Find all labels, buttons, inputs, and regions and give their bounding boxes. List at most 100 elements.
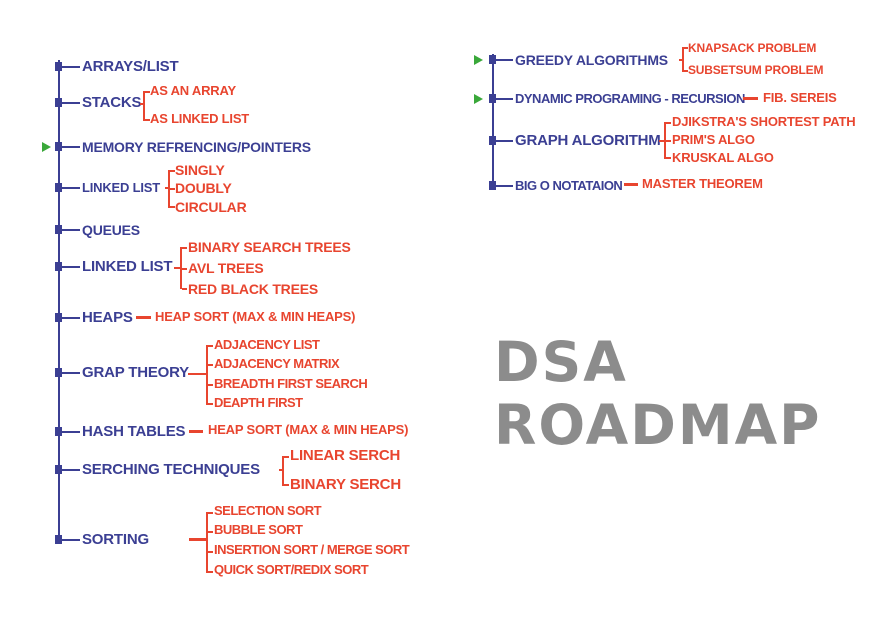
topic-label: BIG O NOTATAION [515, 178, 623, 193]
connector-line [496, 59, 513, 61]
marker-arrow-icon [474, 55, 483, 65]
connector-line [62, 66, 80, 68]
subtopic-label: SINGLY [175, 162, 225, 178]
subtopic-label: INSERTION SORT / MERGE SORT [214, 542, 410, 557]
connector-line [62, 266, 80, 268]
subtopic-bracket [206, 345, 208, 405]
node-square-icon [55, 98, 62, 107]
subtopic-label: KRUSKAL ALGO [672, 150, 774, 165]
connector-line [62, 431, 80, 433]
subtopic-dash [136, 316, 151, 319]
subtopic-bracket-arm [284, 456, 289, 458]
subtopic-bracket-arm [182, 268, 187, 270]
subtopic-label: DEAPTH FIRST [214, 395, 303, 410]
subtopic-label: AVL TREES [188, 260, 264, 276]
topic-label: ARRAYS/LIST [82, 58, 179, 75]
topic-label: GRAPH ALGORITHM [515, 132, 661, 149]
subtopic-bracket-arm [208, 403, 213, 405]
topic-label: QUEUES [82, 222, 140, 238]
subtopic-bracket-arm [170, 206, 175, 208]
node-square-icon [55, 142, 62, 151]
subtopic-bracket [180, 247, 182, 289]
subtopic-bracket [143, 91, 145, 121]
node-square-icon [55, 427, 62, 436]
topic-label: HEAPS [82, 309, 133, 326]
subtopic-label: QUICK SORT/REDIX SORT [214, 562, 369, 577]
subtopic-label: SELECTION SORT [214, 503, 322, 518]
subtopic-label: BINARY SERCH [290, 476, 401, 493]
topic-label: SORTING [82, 531, 149, 548]
topic-label: LINKED LIST [82, 180, 160, 195]
title-line-2: ROADMAP [494, 393, 822, 457]
connector-line [496, 98, 513, 100]
subtopic-bracket-tick [174, 267, 180, 269]
subtopic-label: CIRCULAR [175, 199, 247, 215]
subtopic-bracket-arm [145, 119, 150, 121]
subtopic-bracket-tick [140, 103, 143, 105]
subtopic-bracket-arm [208, 571, 213, 573]
left-trunk-line [58, 60, 60, 542]
subtopic-label: RED BLACK TREES [188, 281, 319, 297]
topic-label: GRAP THEORY [82, 364, 189, 381]
connector-line [62, 539, 80, 541]
subtopic-label: PRIM'S ALGO [672, 132, 755, 147]
subtopic-bracket-arm [170, 188, 175, 190]
subtopic-bracket-arm [145, 91, 150, 93]
topic-label: DYNAMIC PROGRAMING - RECURSION [515, 91, 745, 106]
topic-label: STACKS [82, 94, 142, 111]
subtopic-bracket-arm [684, 70, 688, 72]
marker-arrow-icon [42, 142, 51, 152]
subtopic-bracket-arm [208, 345, 213, 347]
subtopic-connector [189, 538, 206, 541]
subtopic-bracket [682, 47, 684, 72]
connector-line [62, 229, 80, 231]
subtopic-dash [743, 97, 758, 100]
subtopic-bracket-arm [208, 364, 213, 366]
subtopic-label: MASTER THEOREM [642, 176, 763, 191]
subtopic-bracket-arm [208, 384, 213, 386]
node-square-icon [489, 136, 496, 145]
subtopic-bracket-tick [165, 187, 168, 189]
subtopic-label: HEAP SORT (MAX & MIN HEAPS) [155, 309, 356, 324]
right-trunk-line [492, 54, 494, 188]
subtopic-dash [189, 430, 203, 433]
subtopic-bracket [282, 456, 284, 486]
subtopic-label: ADJACENCY MATRIX [214, 356, 340, 371]
subtopic-label: BREADTH FIRST SEARCH [214, 376, 368, 391]
node-square-icon [55, 465, 62, 474]
title-line-1: DSA [494, 330, 628, 394]
subtopic-label: DJIKSTRA'S SHORTEST PATH [672, 114, 856, 129]
topic-label: SERCHING TECHNIQUES [82, 461, 260, 478]
subtopic-bracket-tick [279, 469, 282, 471]
subtopic-label: BUBBLE SORT [214, 522, 303, 537]
subtopic-label: KNAPSACK PROBLEM [688, 41, 817, 55]
connector-line [62, 469, 80, 471]
topic-label: MEMORY REFRENCING/POINTERS [82, 139, 311, 155]
subtopic-label: BINARY SEARCH TREES [188, 239, 351, 255]
subtopic-dash [624, 183, 638, 186]
subtopic-bracket-arm [170, 170, 175, 172]
topic-label: LINKED LIST [82, 258, 173, 275]
node-square-icon [489, 181, 496, 190]
topic-label: HASH TABLES [82, 423, 186, 440]
subtopic-bracket-arm [208, 551, 213, 553]
subtopic-label: LINEAR SERCH [290, 447, 401, 464]
subtopic-bracket-arm [182, 247, 187, 249]
connector-line [62, 187, 80, 189]
node-square-icon [55, 313, 62, 322]
subtopic-label: SUBSETSUM PROBLEM [688, 63, 824, 77]
node-square-icon [55, 262, 62, 271]
subtopic-bracket [168, 170, 170, 208]
connector-line [496, 185, 513, 187]
subtopic-bracket-tick [659, 140, 664, 142]
subtopic-bracket-arm [684, 47, 688, 49]
subtopic-bracket [664, 122, 666, 159]
connector-line [62, 102, 80, 104]
subtopic-label: AS LINKED LIST [150, 111, 250, 126]
subtopic-label: ADJACENCY LIST [214, 337, 320, 352]
subtopic-label: DOUBLY [175, 180, 232, 196]
node-square-icon [489, 55, 496, 64]
subtopic-bracket-arm [666, 157, 671, 159]
marker-arrow-icon [474, 94, 483, 104]
subtopic-connector [188, 373, 206, 375]
